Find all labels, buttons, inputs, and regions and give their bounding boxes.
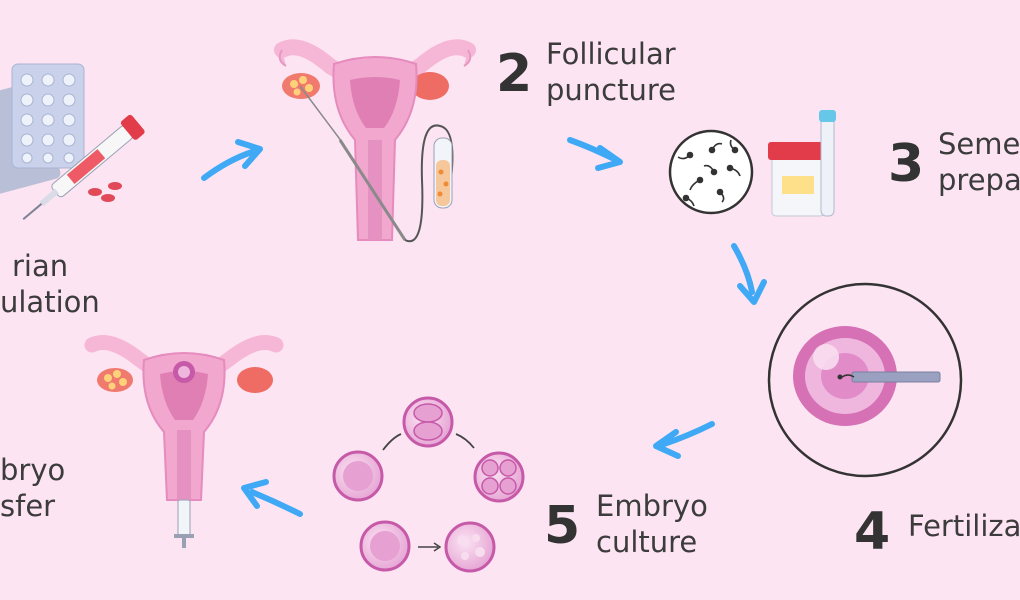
semen-sample-icon bbox=[668, 110, 836, 217]
pill-blister-syringe-icon bbox=[0, 63, 145, 221]
step-label-line: rian bbox=[12, 249, 69, 283]
step-label-line: prepa bbox=[938, 163, 1020, 197]
arrow-3-to-4 bbox=[731, 243, 767, 305]
step-label-embryo-culture: Embryo culture bbox=[596, 488, 708, 560]
step-label-line: Fertiliza bbox=[908, 509, 1020, 543]
step-label-line: Seme bbox=[938, 127, 1020, 161]
step-label-ovarian-stimulation: rian ulation bbox=[0, 248, 100, 320]
step-number: 3 bbox=[888, 134, 925, 194]
arrow-1-to-2 bbox=[201, 139, 263, 181]
uterus-puncture-icon bbox=[274, 39, 476, 243]
step-label-semen-preparation: Seme prepa bbox=[938, 126, 1020, 198]
arrow-4-to-5 bbox=[653, 421, 715, 459]
uterus-transfer-icon bbox=[84, 335, 284, 548]
step-label-line: sfer bbox=[0, 489, 56, 523]
flow-arrows bbox=[201, 137, 767, 517]
icsi-egg-icon bbox=[767, 282, 963, 478]
step-label-fertilization: Fertiliza bbox=[908, 508, 1020, 544]
step-label-line: bryo bbox=[0, 453, 66, 487]
step-number: 2 bbox=[496, 44, 533, 104]
step-label-line: Embryo bbox=[596, 489, 708, 523]
arrow-5-to-6 bbox=[241, 479, 303, 517]
step-label-line: Follicular bbox=[546, 37, 676, 71]
step-label-line: ulation bbox=[0, 285, 100, 319]
step-number: 4 bbox=[854, 502, 891, 562]
arrow-2-to-3 bbox=[567, 137, 623, 171]
step-label-line: culture bbox=[596, 525, 698, 559]
embryo-cells-icon bbox=[332, 396, 525, 573]
step-label-embryo-transfer: bryo sfer bbox=[0, 452, 65, 524]
step-label-line: puncture bbox=[546, 73, 676, 107]
step-number: 5 bbox=[544, 496, 581, 556]
step-label-follicular-puncture: Follicular puncture bbox=[546, 36, 676, 108]
